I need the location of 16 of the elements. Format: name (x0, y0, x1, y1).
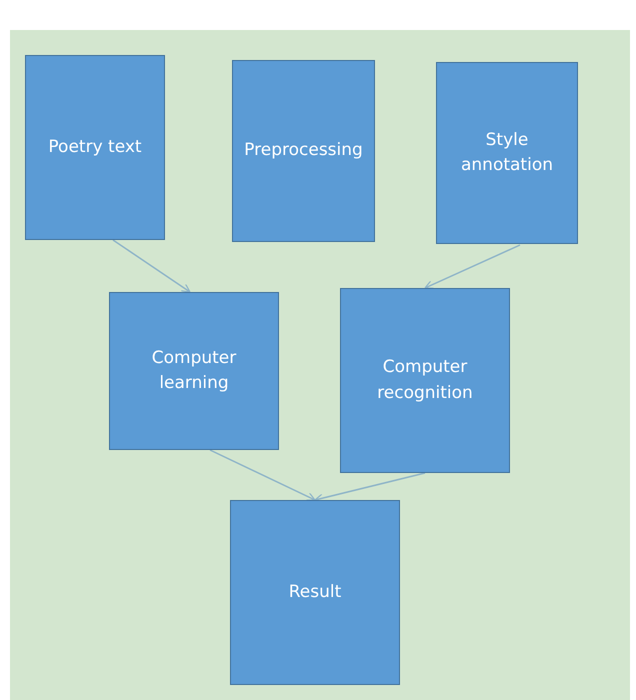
arrow (424, 244, 520, 289)
process-box (230, 500, 400, 685)
process-box (109, 292, 279, 450)
process-box (25, 55, 165, 240)
box-label: Computer recognition (376, 356, 474, 404)
box-label: Style annotation (460, 128, 554, 177)
process-box (232, 60, 375, 242)
process-box (340, 288, 510, 473)
box-label: Result (288, 580, 342, 604)
box-label: Computer learning (150, 346, 238, 395)
process-box (436, 62, 578, 244)
box-label: Preprocessing (244, 139, 363, 162)
box-label: Poetry text (48, 136, 142, 159)
arrow (112, 239, 191, 293)
arrow (314, 472, 426, 503)
arrow (210, 449, 316, 501)
